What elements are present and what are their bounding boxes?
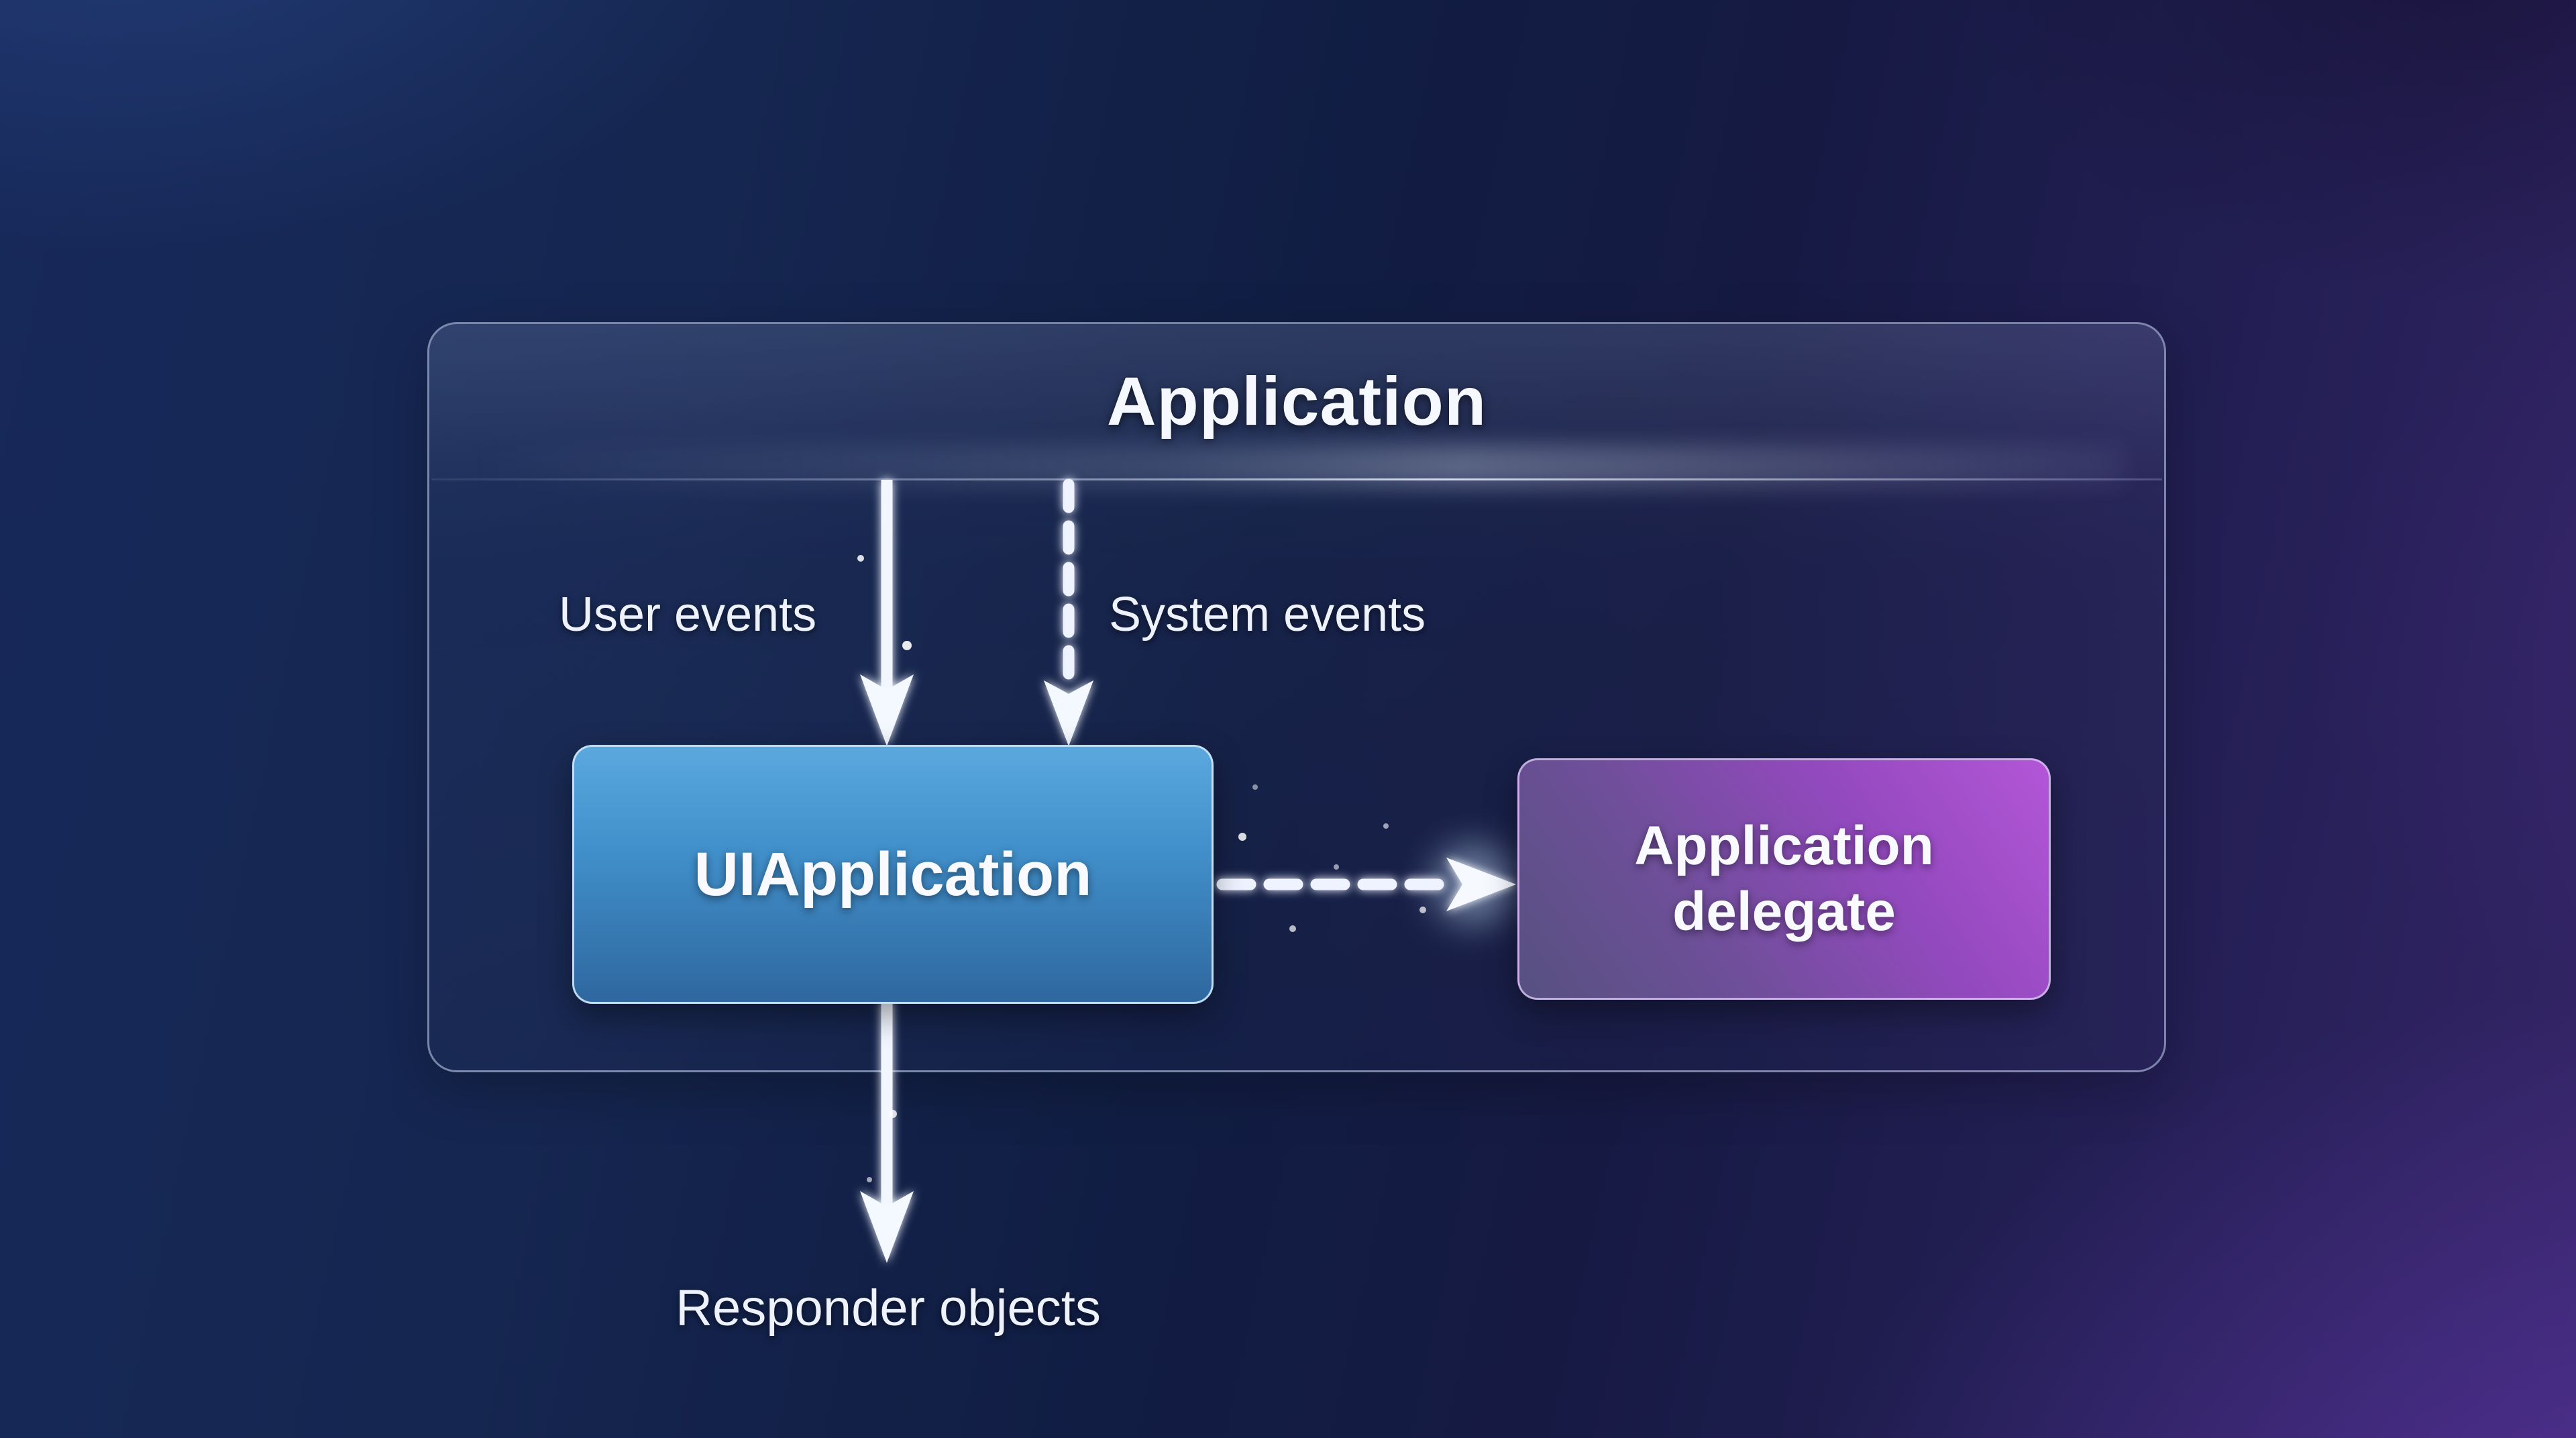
header-divider (431, 478, 2162, 480)
application-title: Application (1106, 362, 1487, 440)
user-events-label: User events (559, 588, 817, 641)
system-events-label: System events (1109, 588, 1426, 641)
application-delegate-node: Application delegate (1517, 758, 2051, 1000)
uiapplication-node-label: UIApplication (694, 839, 1092, 909)
application-header: Application (429, 324, 2164, 478)
uiapplication-node: UIApplication (572, 745, 1214, 1004)
application-delegate-node-label: Application delegate (1634, 815, 1934, 942)
responder-objects-label: Responder objects (676, 1280, 1101, 1337)
responder-arrowhead-icon (860, 1191, 914, 1263)
